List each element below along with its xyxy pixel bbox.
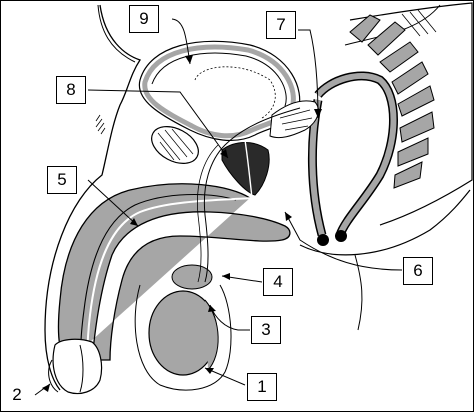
thigh-line: [354, 254, 363, 331]
epididymis-tail: [204, 299, 219, 371]
label-9: 9: [129, 5, 159, 33]
corpus-spongiosum: [80, 193, 237, 366]
glans: [52, 338, 103, 395]
label-7: 7: [266, 11, 296, 39]
seminal-vesicle: [269, 100, 319, 139]
label-1: 1: [247, 373, 277, 401]
leader-8: [87, 89, 229, 159]
pubic-hatch: [157, 128, 194, 161]
bladder-inner: [151, 52, 287, 107]
epididymis: [171, 264, 213, 290]
bladder-lumen-dotted: [194, 66, 276, 119]
leader-6: [284, 211, 403, 271]
label-6: 6: [403, 257, 433, 285]
urethra: [86, 197, 253, 373]
label-8: 8: [56, 76, 86, 104]
pubic-symphysis: [151, 126, 199, 164]
foreskin: [48, 359, 59, 393]
prostate-urethra: [244, 139, 253, 199]
pubic-hair: [95, 114, 106, 135]
leader-5: [87, 179, 139, 227]
vas-deferens: [203, 107, 301, 283]
anal-sphincter-right: [335, 230, 347, 242]
vertebrae: [349, 14, 435, 189]
label-4: 4: [263, 268, 293, 296]
rectum-wall: [315, 73, 397, 237]
perineum-line: [299, 189, 471, 256]
prostate: [221, 142, 270, 196]
sacrum-outline: [349, 2, 473, 226]
abdomen-skin: [97, 4, 136, 63]
corpus-cavernosum: [57, 183, 291, 361]
anal-sphincter-left: [317, 234, 329, 246]
glans-tip: [79, 344, 84, 393]
leader-7: [298, 29, 319, 119]
body-outline: [44, 4, 142, 391]
label-3: 3: [251, 316, 281, 344]
label-2: 2: [12, 385, 22, 404]
label-5: 5: [47, 166, 77, 194]
sacrum-stripes: [401, 9, 437, 37]
